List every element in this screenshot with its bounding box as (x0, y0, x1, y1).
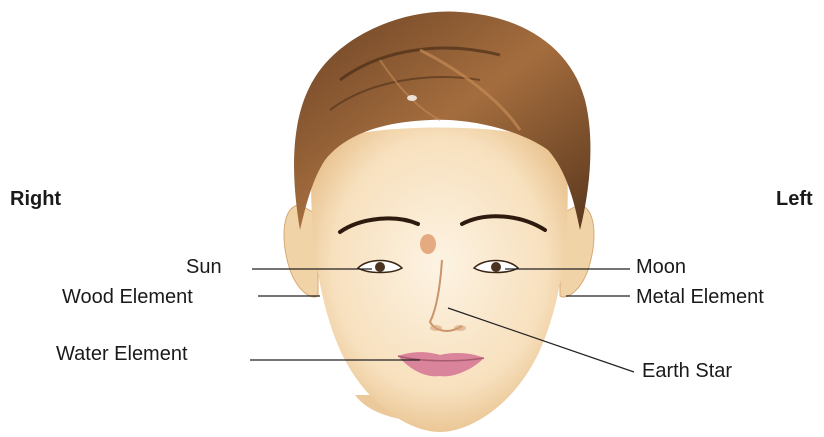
moon-label: Moon (636, 256, 686, 279)
metal-element-label: Metal Element (636, 286, 764, 309)
sun-label: Sun (186, 256, 222, 279)
earth-star-label: Earth Star (642, 360, 732, 383)
wood-element-label: Wood Element (62, 286, 193, 309)
right-side-label: Right (10, 188, 61, 211)
left-side-label: Left (776, 188, 813, 211)
water-element-label: Water Element (56, 343, 188, 366)
